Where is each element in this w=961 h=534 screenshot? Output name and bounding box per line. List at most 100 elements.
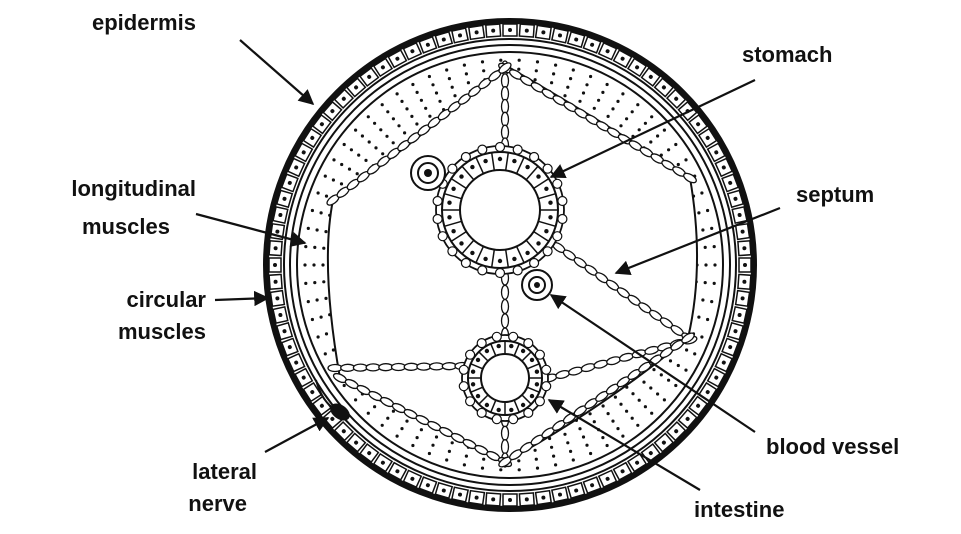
muscle-dot bbox=[340, 163, 343, 166]
muscle-dot bbox=[424, 107, 427, 110]
muscle-dot bbox=[451, 86, 454, 89]
muscle-dot bbox=[582, 435, 585, 438]
muscle-dot bbox=[601, 91, 604, 94]
epidermis-cell bbox=[738, 274, 751, 289]
septum-segment bbox=[502, 426, 509, 440]
muscle-dot bbox=[638, 399, 641, 402]
muscle-dot bbox=[405, 107, 408, 110]
muscle-dot bbox=[713, 263, 716, 266]
muscle-dot bbox=[340, 182, 343, 185]
muscle-dot bbox=[316, 228, 319, 231]
epidermis-cell bbox=[536, 491, 552, 505]
muscle-dot bbox=[379, 128, 382, 131]
septum-segment bbox=[502, 87, 509, 101]
septum-segment bbox=[502, 74, 509, 88]
muscle-dot bbox=[367, 115, 370, 118]
muscle-dot bbox=[650, 115, 653, 118]
muscle-dot bbox=[607, 412, 610, 415]
muscle-dot bbox=[566, 86, 569, 89]
muscle-dot bbox=[311, 209, 314, 212]
muscle-dot bbox=[381, 103, 384, 106]
muscle-dot bbox=[606, 444, 609, 447]
muscle-dot bbox=[332, 178, 335, 181]
muscle-dot bbox=[465, 72, 468, 75]
muscle-dot bbox=[356, 172, 359, 175]
septum-segment bbox=[502, 125, 509, 139]
muscle-dot bbox=[325, 332, 328, 335]
muscle-dot bbox=[343, 143, 346, 146]
label-longitudinal-line1: longitudinal bbox=[10, 176, 196, 202]
muscle-dot bbox=[321, 263, 324, 266]
muscle-dot bbox=[463, 64, 466, 67]
muscle-dot bbox=[481, 60, 484, 63]
muscle-dot bbox=[316, 298, 319, 301]
muscle-dot bbox=[325, 195, 328, 198]
muscle-dot bbox=[307, 227, 310, 230]
muscle-dot bbox=[320, 316, 323, 319]
epidermis-cell bbox=[732, 307, 747, 323]
muscle-dot bbox=[499, 468, 502, 471]
label-circular-line1: circular bbox=[10, 287, 206, 313]
muscle-dot bbox=[348, 168, 351, 171]
muscle-dot bbox=[685, 348, 688, 351]
muscle-dot bbox=[585, 83, 588, 86]
muscle-dot bbox=[606, 83, 609, 86]
muscle-dot bbox=[317, 191, 320, 194]
muscle-dot bbox=[713, 282, 716, 285]
muscle-dot bbox=[448, 450, 451, 453]
muscle-dot bbox=[631, 110, 634, 113]
muscle-dot bbox=[710, 300, 713, 303]
label-lateral-line2: nerve bbox=[10, 491, 247, 517]
muscle-dot bbox=[611, 420, 614, 423]
muscle-dot bbox=[619, 403, 622, 406]
muscle-dot bbox=[400, 100, 403, 103]
muscle-dot bbox=[467, 81, 470, 84]
epidermis-cell bbox=[452, 487, 468, 502]
muscle-dot bbox=[438, 100, 441, 103]
muscle-dot bbox=[428, 452, 431, 455]
septum-segment bbox=[502, 112, 509, 126]
muscle-dot bbox=[481, 467, 484, 470]
muscle-dot bbox=[357, 154, 360, 157]
septum-segment bbox=[417, 363, 431, 370]
muscle-dot bbox=[677, 163, 680, 166]
muscle-dot bbox=[700, 191, 703, 194]
label-blood-vessel: blood vessel bbox=[766, 434, 899, 460]
label-circular-line2: muscles bbox=[10, 319, 206, 345]
label-stomach: stomach bbox=[742, 42, 832, 68]
muscle-dot bbox=[324, 297, 327, 300]
muscle-dot bbox=[582, 91, 585, 94]
muscle-dot bbox=[554, 463, 557, 466]
muscle-dot bbox=[410, 115, 413, 118]
muscle-dot bbox=[518, 59, 521, 62]
muscle-dot bbox=[343, 384, 346, 387]
epidermis-cell bbox=[273, 307, 288, 323]
muscle-dot bbox=[482, 458, 485, 461]
septum-segment bbox=[328, 364, 342, 371]
muscle-dot bbox=[536, 60, 539, 63]
muscle-dot bbox=[550, 81, 553, 84]
septum-segment bbox=[502, 285, 509, 299]
muscle-dot bbox=[569, 450, 572, 453]
muscle-dot bbox=[535, 458, 538, 461]
muscle-dot bbox=[435, 91, 438, 94]
muscle-dot bbox=[638, 128, 641, 131]
muscle-dot bbox=[621, 435, 624, 438]
muscle-dot bbox=[566, 441, 569, 444]
muscle-dot bbox=[416, 91, 419, 94]
muscle-dot bbox=[453, 94, 456, 97]
epidermis-cell bbox=[469, 491, 485, 505]
muscle-dot bbox=[644, 405, 647, 408]
muscle-dot bbox=[563, 433, 566, 436]
muscle-dot bbox=[554, 64, 557, 67]
epidermis-cell bbox=[519, 493, 534, 506]
muscle-dot bbox=[650, 412, 653, 415]
muscle-dot bbox=[667, 148, 670, 151]
muscle-dot bbox=[428, 75, 431, 78]
muscle-dot bbox=[625, 117, 628, 120]
muscle-dot bbox=[569, 77, 572, 80]
muscle-dot bbox=[684, 158, 687, 161]
muscle-dot bbox=[312, 263, 315, 266]
muscle-dot bbox=[704, 246, 707, 249]
